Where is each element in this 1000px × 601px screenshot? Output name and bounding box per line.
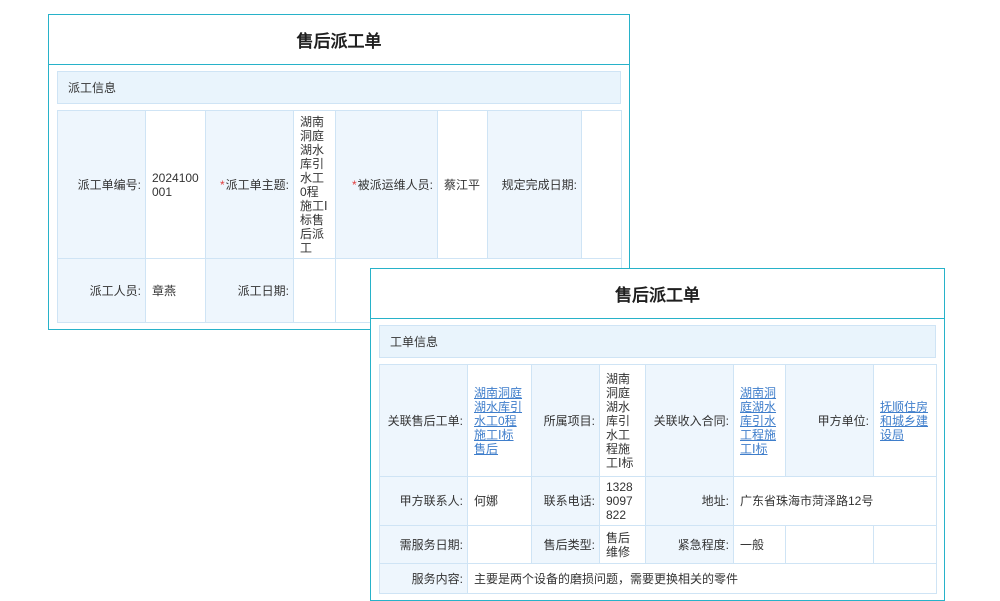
- contract-label: 关联收入合同:: [646, 365, 734, 477]
- dispatcher-value: 章燕: [146, 259, 206, 323]
- work-order-table-row-1: 关联售后工单: 湖南洞庭湖水库引水工0程施工Ⅰ标售后 所属项目: 湖南洞庭湖水库…: [380, 365, 937, 477]
- urgency-value: 一般: [734, 526, 786, 564]
- urgency-label: 紧急程度:: [646, 526, 734, 564]
- content-label: 服务内容:: [380, 564, 468, 594]
- row-3-filler-cell-1: [786, 526, 874, 564]
- dispatch-date-value: [294, 259, 336, 323]
- work-order-table-row-4: 服务内容: 主要是两个设备的磨损问题，需要更换相关的零件: [380, 564, 937, 594]
- service-date-label: 需服务日期:: [380, 526, 468, 564]
- order-no-value: 2024100001: [146, 111, 206, 259]
- project-value: 湖南洞庭湖水库引水工程施工Ⅰ标: [600, 365, 646, 477]
- assignee-label: *被派运维人员:: [336, 111, 438, 259]
- deadline-label: 规定完成日期:: [488, 111, 582, 259]
- client-label: 甲方单位:: [786, 365, 874, 477]
- required-asterisk: *: [352, 178, 357, 192]
- work-order-info-section-header: 工单信息: [379, 325, 936, 358]
- client-cell: 抚顺住房和城乡建设局: [874, 365, 937, 477]
- related-order-cell: 湖南洞庭湖水库引水工0程施工Ⅰ标售后: [468, 365, 532, 477]
- subject-label-text: 派工单主题:: [226, 178, 289, 192]
- service-date-value: [468, 526, 532, 564]
- dispatch-order-title: 售后派工单: [49, 15, 629, 65]
- work-order-table-row-3: 需服务日期: 售后类型: 售后维修 紧急程度: 一般: [380, 526, 937, 564]
- service-type-label: 售后类型:: [532, 526, 600, 564]
- subject-value: 湖南洞庭湖水库引水工0程施工Ⅰ标售后派工: [294, 111, 336, 259]
- dispatch-table-row-1: 派工单编号: 2024100001 *派工单主题: 湖南洞庭湖水库引水工0程施工…: [58, 111, 622, 259]
- contract-link[interactable]: 湖南洞庭湖水库引水工程施工Ⅰ标: [740, 386, 776, 456]
- address-label: 地址:: [646, 477, 734, 526]
- address-value: 广东省珠海市菏泽路12号: [734, 477, 937, 526]
- assignee-value: 蔡江平: [438, 111, 488, 259]
- assignee-label-text: 被派运维人员:: [358, 178, 433, 192]
- dispatch-date-label: 派工日期:: [206, 259, 294, 323]
- deadline-value: [582, 111, 622, 259]
- row-3-filler-cell-2: [874, 526, 937, 564]
- work-order-info-table: 关联售后工单: 湖南洞庭湖水库引水工0程施工Ⅰ标售后 所属项目: 湖南洞庭湖水库…: [379, 364, 937, 594]
- required-asterisk: *: [220, 178, 225, 192]
- work-order-card: 售后派工单 工单信息 关联售后工单: 湖南洞庭湖水库引水工0程施工Ⅰ标售后 所属…: [370, 268, 945, 601]
- work-order-title: 售后派工单: [371, 269, 944, 319]
- service-type-value: 售后维修: [600, 526, 646, 564]
- contract-cell: 湖南洞庭湖水库引水工程施工Ⅰ标: [734, 365, 786, 477]
- related-order-link[interactable]: 湖南洞庭湖水库引水工0程施工Ⅰ标售后: [474, 386, 522, 456]
- related-order-label: 关联售后工单:: [380, 365, 468, 477]
- contact-value: 何娜: [468, 477, 532, 526]
- dispatch-info-section-header: 派工信息: [57, 71, 621, 104]
- order-no-label: 派工单编号:: [58, 111, 146, 259]
- phone-value: 13289097822: [600, 477, 646, 526]
- work-order-table-row-2: 甲方联系人: 何娜 联系电话: 13289097822 地址: 广东省珠海市菏泽…: [380, 477, 937, 526]
- client-link[interactable]: 抚顺住房和城乡建设局: [880, 400, 928, 442]
- phone-label: 联系电话:: [532, 477, 600, 526]
- dispatcher-label: 派工人员:: [58, 259, 146, 323]
- content-value: 主要是两个设备的磨损问题，需要更换相关的零件: [468, 564, 937, 594]
- project-label: 所属项目:: [532, 365, 600, 477]
- contact-label: 甲方联系人:: [380, 477, 468, 526]
- work-order-body: 工单信息 关联售后工单: 湖南洞庭湖水库引水工0程施工Ⅰ标售后 所属项目: 湖南…: [371, 319, 944, 600]
- subject-label: *派工单主题:: [206, 111, 294, 259]
